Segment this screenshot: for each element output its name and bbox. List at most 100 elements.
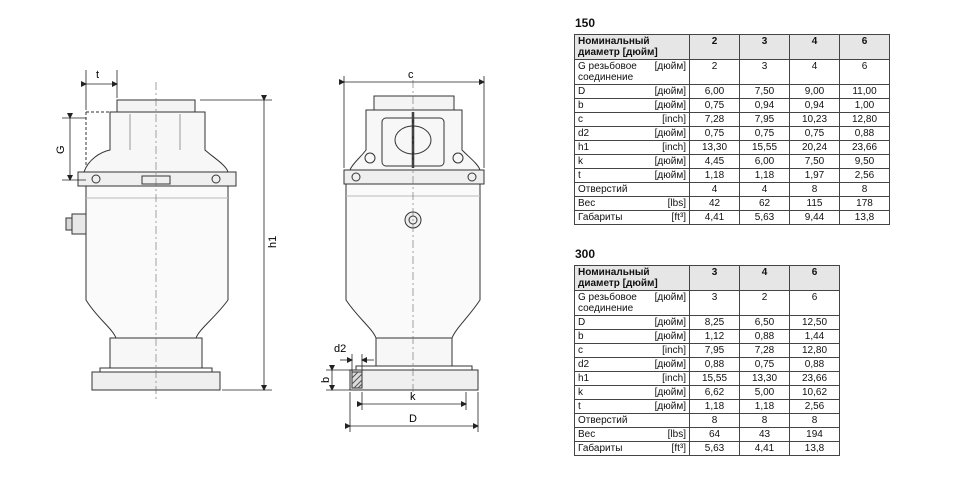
row-name: D <box>578 86 586 97</box>
row-label: d2[дюйм] <box>574 357 690 372</box>
table-cell: 12,80 <box>789 343 840 358</box>
table-cell: 12,80 <box>839 112 890 127</box>
front-view <box>343 95 485 391</box>
header-size: 6 <box>789 265 840 291</box>
dimension-G <box>62 113 86 181</box>
table-cell: 6,50 <box>739 315 790 330</box>
row-unit: [inch] <box>662 114 686 125</box>
label-G: G <box>55 145 67 154</box>
table-cell: 4,41 <box>739 441 790 456</box>
row-name: b <box>578 331 584 342</box>
table-cell: 6,00 <box>739 154 790 169</box>
row-unit: [дюйм] <box>654 86 686 97</box>
table-cell: 0,88 <box>689 357 740 372</box>
table-cell: 7,28 <box>689 112 740 127</box>
row-unit: [дюйм] <box>654 128 686 139</box>
row-name: Отверстий <box>578 415 628 426</box>
row-name: D <box>578 317 586 328</box>
table-cell: 2,56 <box>839 168 890 183</box>
row-label: Вес [lbs] <box>574 196 690 211</box>
table-cell: 4 <box>739 182 790 197</box>
row-label: Отверстий <box>574 182 690 197</box>
header-label: Номинальный диаметр [дюйм] <box>574 34 690 60</box>
row-unit: [дюйм] <box>654 387 686 398</box>
row-label: c[inch] <box>574 112 690 127</box>
table-cell: 4,41 <box>689 210 740 225</box>
row-label: Габариты[ft³] <box>574 210 690 225</box>
table-cell: 0,88 <box>789 357 840 372</box>
table-cell: 2 <box>739 290 790 316</box>
table-cell: 4 <box>689 182 740 197</box>
label-k: k <box>410 391 416 403</box>
row-label: k [дюйм] <box>574 154 690 169</box>
table-cell: 11,00 <box>839 84 890 99</box>
label-c: c <box>408 69 414 81</box>
row-unit: [дюйм] <box>654 61 686 72</box>
row-label: G резьбовое соединение[дюйм] <box>574 290 690 316</box>
table-cell: 1,18 <box>689 399 740 414</box>
table-cell: 1,18 <box>689 168 740 183</box>
table-cell: 5,63 <box>739 210 790 225</box>
row-name: k <box>578 156 583 167</box>
table-cell: 7,50 <box>739 84 790 99</box>
table-cell: 1,97 <box>789 168 840 183</box>
table-cell: 0,75 <box>689 98 740 113</box>
dimension-c <box>339 76 485 168</box>
row-label: Отверстий <box>574 413 690 428</box>
row-unit: [дюйм] <box>654 401 686 412</box>
row-unit: [дюйм] <box>654 359 686 370</box>
table-cell: 3 <box>739 59 790 85</box>
row-unit: [дюйм] <box>654 170 686 181</box>
header-size: 3 <box>689 265 740 291</box>
table-cell: 8 <box>739 413 790 428</box>
table-cell: 194 <box>789 427 840 442</box>
table-cell: 1,18 <box>739 168 790 183</box>
dimension-b <box>326 365 350 391</box>
row-unit: [inch] <box>662 142 686 153</box>
table-cell: 0,88 <box>839 126 890 141</box>
table-cell: 115 <box>789 196 840 211</box>
row-unit: [lbs] <box>667 429 686 440</box>
table-cell: 0,75 <box>689 126 740 141</box>
row-label: h1[inch] <box>574 140 690 155</box>
table-cell: 0,75 <box>789 126 840 141</box>
row-name: Габариты <box>578 443 623 454</box>
table-cell: 13,8 <box>839 210 890 225</box>
table-cell: 0,75 <box>739 357 790 372</box>
row-label: D [дюйм] <box>574 84 690 99</box>
row-unit: [дюйм] <box>654 331 686 342</box>
table-cell: 64 <box>689 427 740 442</box>
row-unit: [дюйм] <box>654 292 686 303</box>
table-cell: 62 <box>739 196 790 211</box>
header-size: 6 <box>839 34 890 60</box>
row-unit: [дюйм] <box>654 317 686 328</box>
row-name: G резьбовое соединение <box>578 61 637 83</box>
row-name: Вес <box>578 198 596 209</box>
table-cell: 1,18 <box>739 399 790 414</box>
table-cell: 9,00 <box>789 84 840 99</box>
row-unit: [дюйм] <box>654 156 686 167</box>
dimension-d2 <box>340 354 374 372</box>
row-unit: [дюйм] <box>654 100 686 111</box>
table-cell: 7,28 <box>739 343 790 358</box>
table-cell: 9,50 <box>839 154 890 169</box>
table-cell: 2,56 <box>789 399 840 414</box>
table-cell: 0,94 <box>789 98 840 113</box>
header-size: 3 <box>739 34 790 60</box>
table-cell: 13,8 <box>789 441 840 456</box>
row-unit: [lbs] <box>667 198 686 209</box>
table-cell: 8 <box>789 413 840 428</box>
row-name: Отверстий <box>578 184 628 195</box>
